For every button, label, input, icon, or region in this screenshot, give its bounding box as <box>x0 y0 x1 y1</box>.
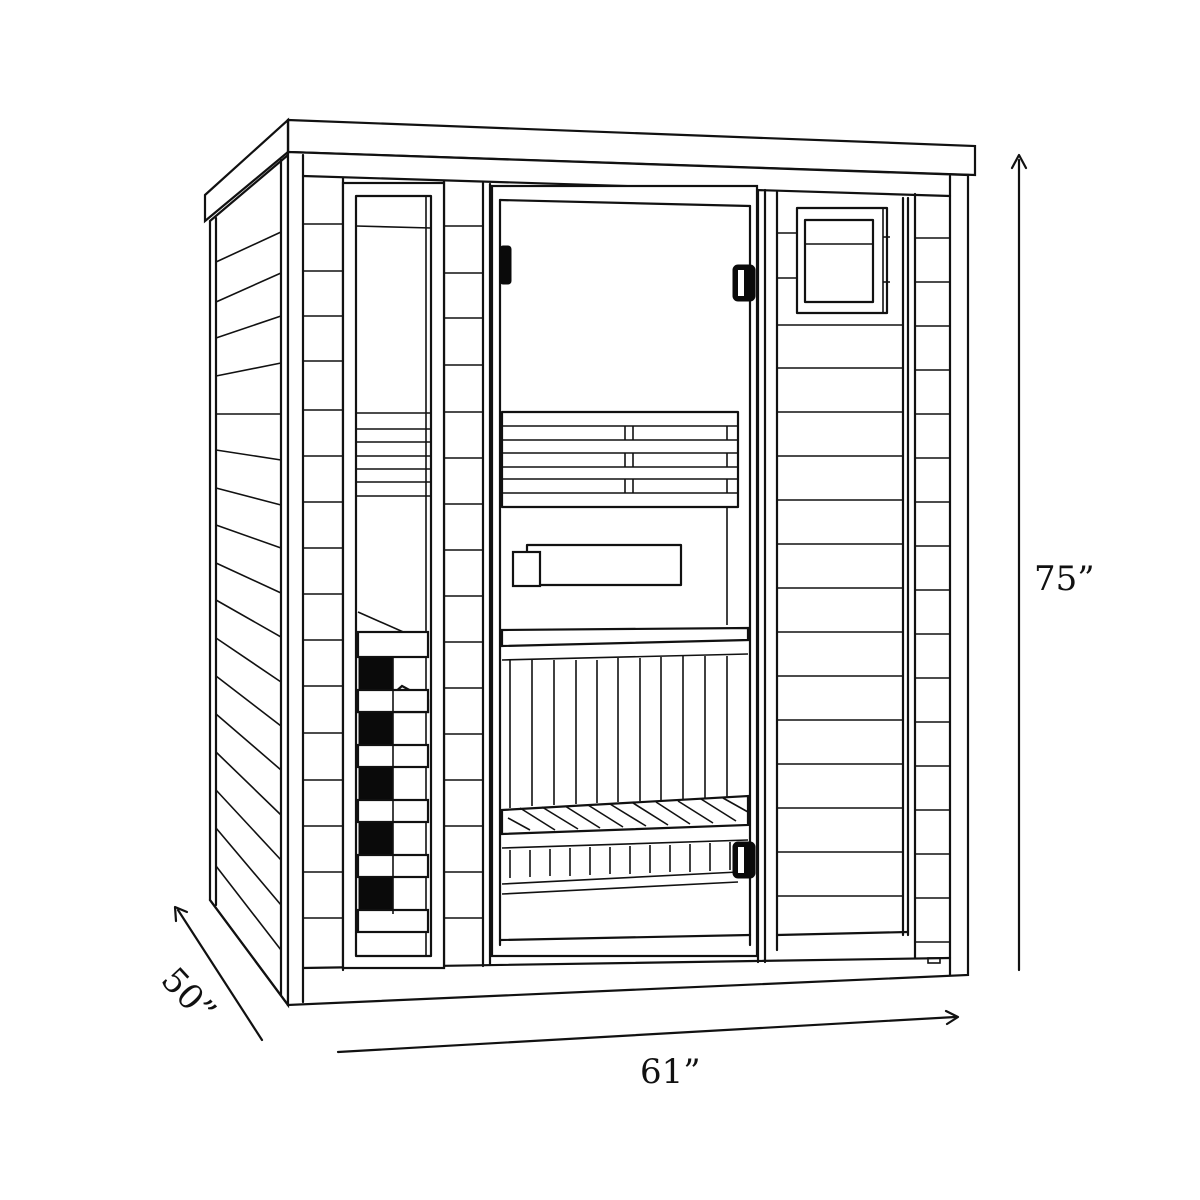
roof <box>203 117 977 224</box>
height-dimension-label: 75” <box>1034 559 1095 599</box>
width-arrow <box>336 1009 960 1054</box>
vent-window <box>795 206 890 315</box>
width-dimension-label: 61” <box>640 1052 701 1092</box>
backrest <box>500 410 740 625</box>
glass-door[interactable] <box>490 184 759 958</box>
left-window <box>341 181 446 970</box>
right-panel <box>775 190 941 964</box>
mid-planks <box>444 225 483 919</box>
depth-arrow <box>173 905 264 1042</box>
right-edge-planks <box>915 237 950 943</box>
door-hinges <box>499 245 756 879</box>
left-planks <box>303 223 343 919</box>
height-arrow <box>1010 153 1028 972</box>
bench-slats <box>501 653 749 808</box>
heater-panel <box>511 543 683 588</box>
side-wall <box>208 152 290 1009</box>
logo-badge-icon <box>927 957 941 964</box>
hinge-top-left-icon <box>499 245 512 285</box>
lower-bench <box>500 794 750 895</box>
